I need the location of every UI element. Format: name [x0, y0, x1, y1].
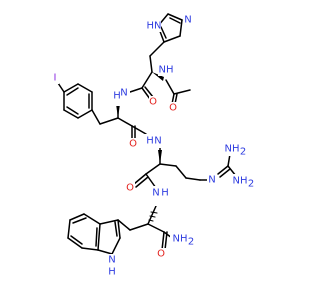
svg-text:N: N	[208, 175, 215, 186]
bond-lines	[55, 13, 237, 255]
stereo-wedge-arg	[158, 150, 162, 164]
atom-label-terminal-nh2: NH 2	[170, 232, 194, 248]
atom-label-acetyl-o: O	[169, 102, 178, 114]
atom-label-arg-trp-nh: N H	[150, 186, 170, 206]
svg-text:NH: NH	[159, 65, 174, 76]
atom-label-guanidine-n: N	[207, 174, 217, 186]
svg-text:2: 2	[248, 179, 254, 190]
svg-text:N: N	[154, 136, 161, 147]
svg-text:O: O	[169, 103, 177, 114]
svg-text:O: O	[126, 183, 134, 194]
svg-text:O: O	[157, 249, 165, 260]
atom-label-iodo: I	[52, 72, 59, 84]
svg-text:HN: HN	[147, 21, 162, 32]
svg-text:NH: NH	[233, 176, 248, 187]
svg-text:O: O	[129, 139, 137, 150]
atom-label-imidazole-n: N	[184, 14, 192, 26]
atom-label-his-amide-o: O	[149, 96, 158, 108]
svg-text:H: H	[161, 188, 169, 199]
atom-label-phe-amide-o: O	[129, 138, 138, 150]
stereo-wedge-phe	[116, 104, 120, 118]
svg-text:H: H	[108, 267, 116, 278]
svg-text:N: N	[184, 15, 191, 26]
svg-text:NH: NH	[225, 144, 240, 155]
svg-text:H: H	[146, 136, 154, 147]
atom-label-arg-amide-o: O	[126, 182, 135, 194]
atom-label-guanidine-nh-bottom: NH 2	[232, 174, 254, 190]
svg-text:H: H	[113, 91, 121, 102]
svg-text:N: N	[108, 255, 115, 266]
atom-label-acetyl-nh: NH	[158, 64, 174, 76]
atom-label-terminal-o: O	[157, 248, 166, 260]
svg-text:2: 2	[188, 237, 194, 248]
atom-label-his-phe-nh: N H	[113, 84, 130, 106]
svg-text:NH: NH	[173, 234, 188, 245]
atom-label-indole-nh: N H	[106, 254, 120, 280]
svg-text:O: O	[149, 97, 157, 108]
atom-label-guanidine-nh-top: NH 2	[224, 142, 246, 158]
svg-text:N: N	[120, 88, 127, 99]
svg-text:N: N	[152, 188, 159, 199]
atom-label-phe-arg-nh: N H	[144, 134, 164, 148]
chemical-structure: HN N NH O O I N H O N H N NH 2	[52, 13, 255, 280]
svg-text:2: 2	[240, 147, 246, 158]
atom-label-imidazole-nh: HN	[147, 20, 162, 32]
stereo-hash-trp	[148, 211, 158, 222]
svg-text:I: I	[54, 73, 57, 84]
stereo-wedge-his	[152, 72, 164, 81]
